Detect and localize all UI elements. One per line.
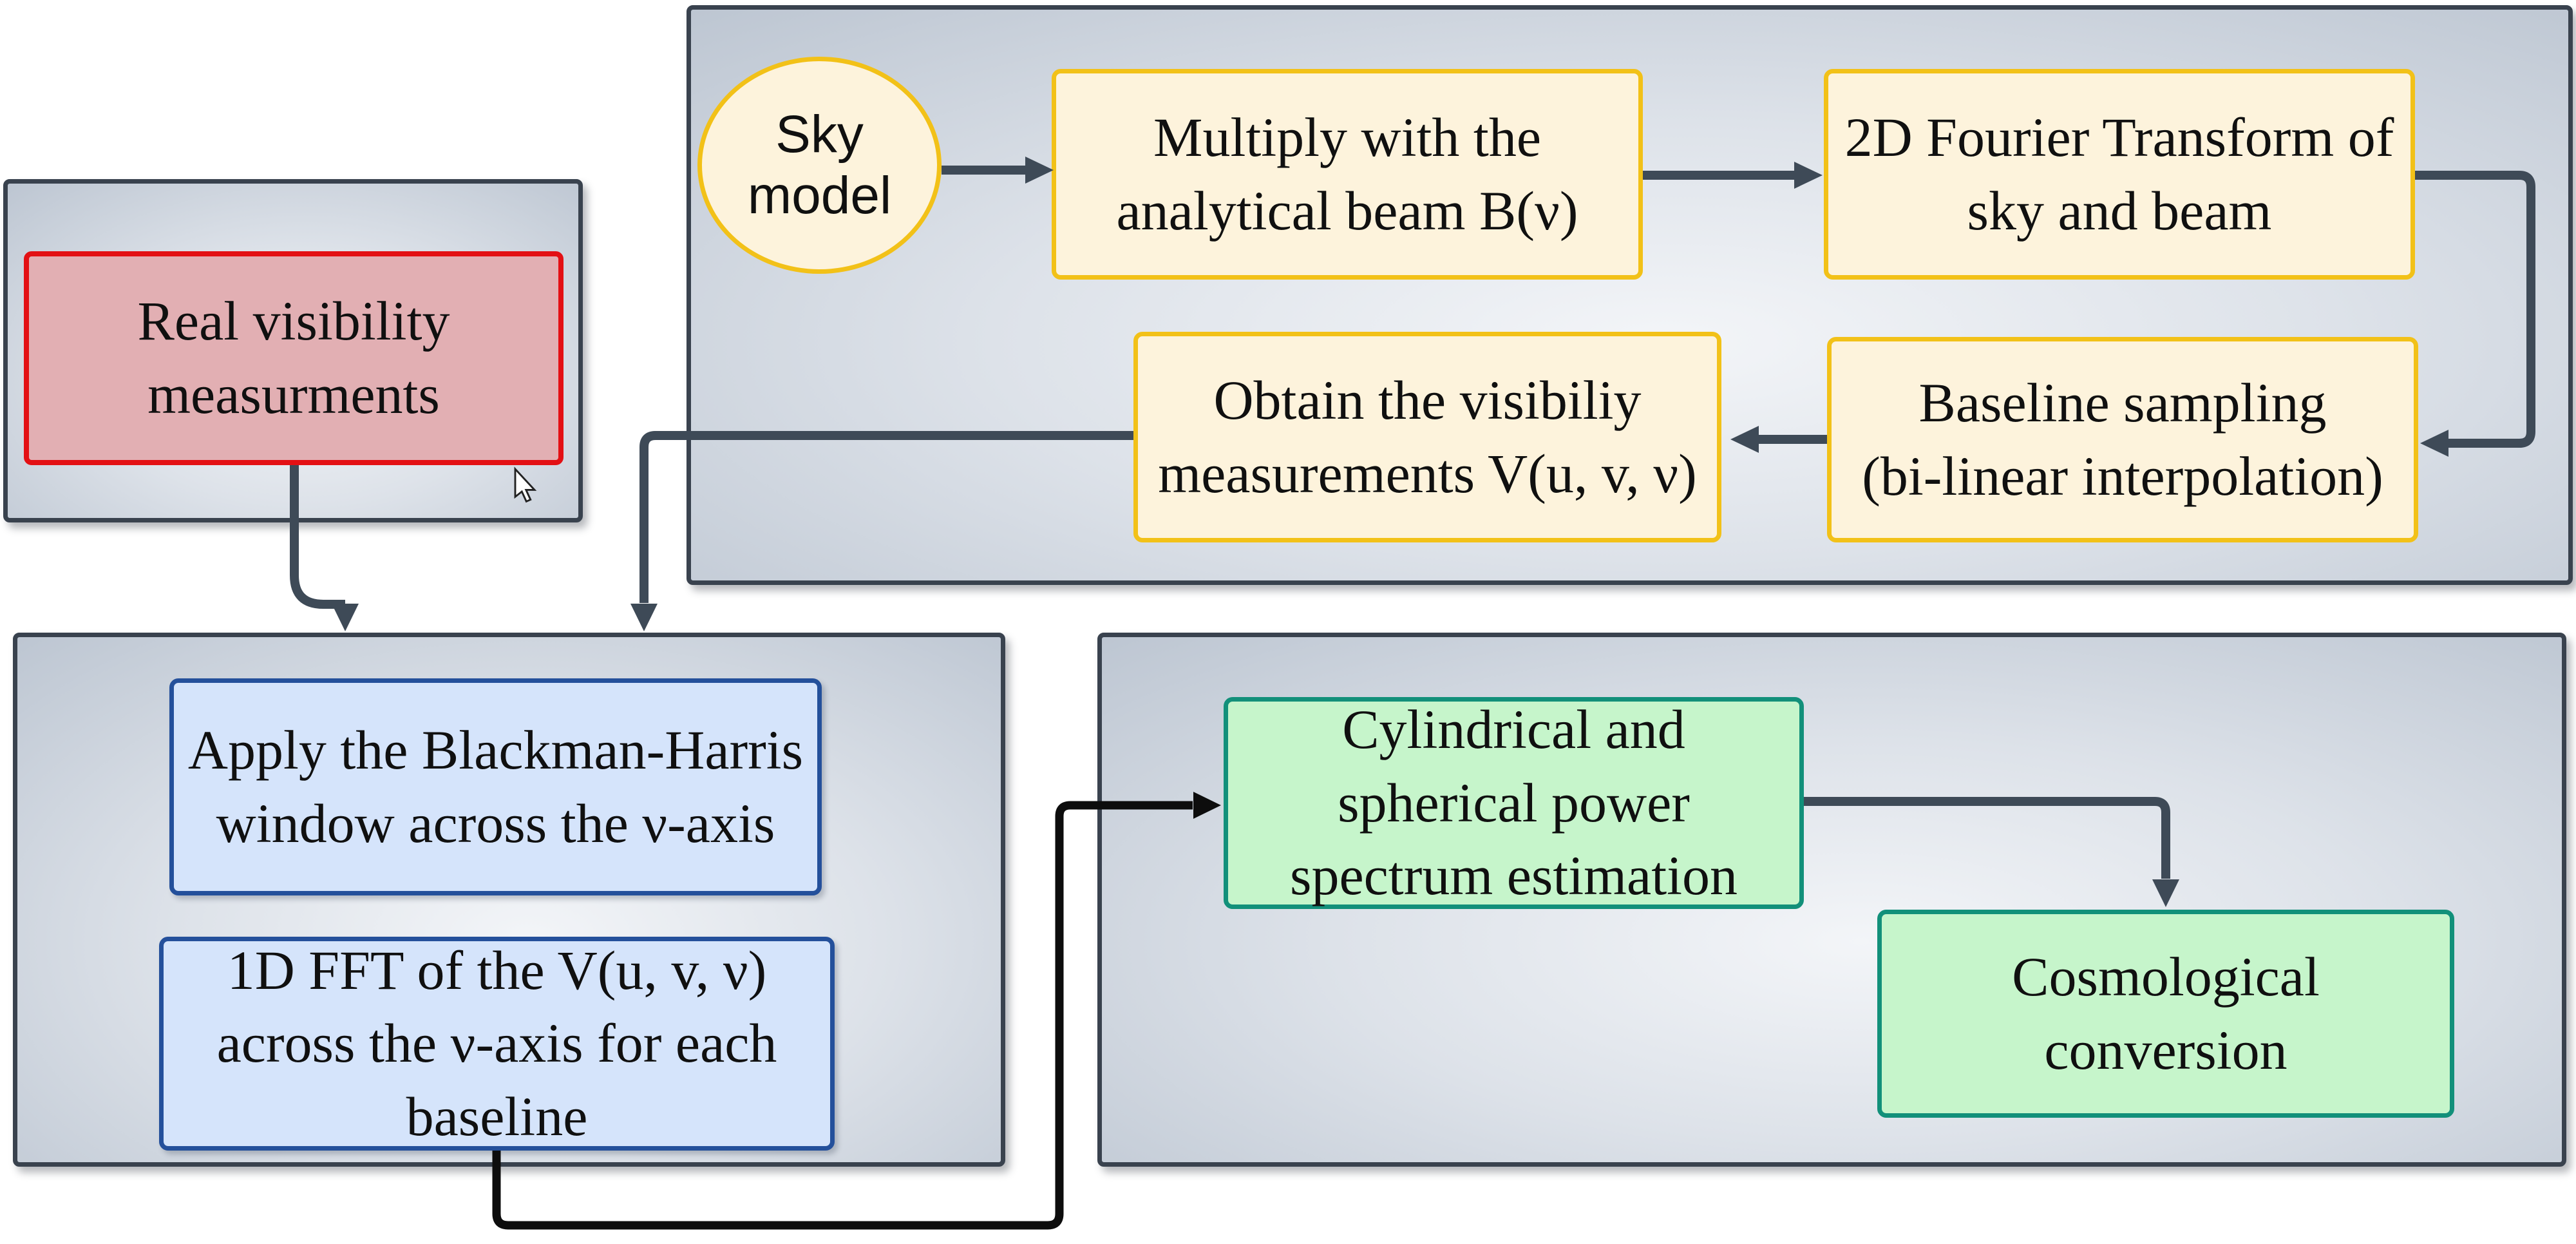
node-power-spectrum-label: Cylindrical and spherical power spectrum… — [1289, 698, 1738, 907]
node-fft-1d-label: 1D FFT of the V(u, v, ν) across the ν-ax… — [216, 939, 777, 1147]
node-cosmological-label: Cosmological conversion — [2012, 945, 2320, 1081]
node-obtain-visibility[interactable]: Obtain the visibiliy measurements V(u, v… — [1133, 332, 1721, 542]
node-baseline-sampling-label: Baseline sampling (bi-linear interpolati… — [1862, 371, 2383, 507]
node-blackman-harris-label: Apply the Blackman-Harris window across … — [187, 718, 804, 854]
node-real-visibility[interactable]: Real visibility measurments — [24, 251, 564, 465]
node-blackman-harris[interactable]: Apply the Blackman-Harris window across … — [169, 678, 822, 895]
node-multiply-beam[interactable]: Multiply with the analytical beam B(ν) — [1052, 69, 1643, 280]
node-power-spectrum[interactable]: Cylindrical and spherical power spectrum… — [1224, 697, 1804, 909]
node-multiply-beam-label: Multiply with the analytical beam B(ν) — [1116, 106, 1578, 242]
node-fourier-transform-label: 2D Fourier Transform of sky and beam — [1844, 106, 2394, 242]
node-sky-model[interactable]: Sky model — [697, 57, 942, 274]
node-obtain-visibility-label: Obtain the visibiliy measurements V(u, v… — [1158, 368, 1697, 504]
node-fourier-transform[interactable]: 2D Fourier Transform of sky and beam — [1824, 69, 2415, 280]
node-fft-1d[interactable]: 1D FFT of the V(u, v, ν) across the ν-ax… — [159, 937, 835, 1151]
node-real-visibility-label: Real visibility measurments — [137, 290, 450, 425]
node-sky-model-label: Sky model — [747, 105, 892, 225]
node-cosmological[interactable]: Cosmological conversion — [1877, 910, 2454, 1118]
node-baseline-sampling[interactable]: Baseline sampling (bi-linear interpolati… — [1827, 337, 2418, 542]
